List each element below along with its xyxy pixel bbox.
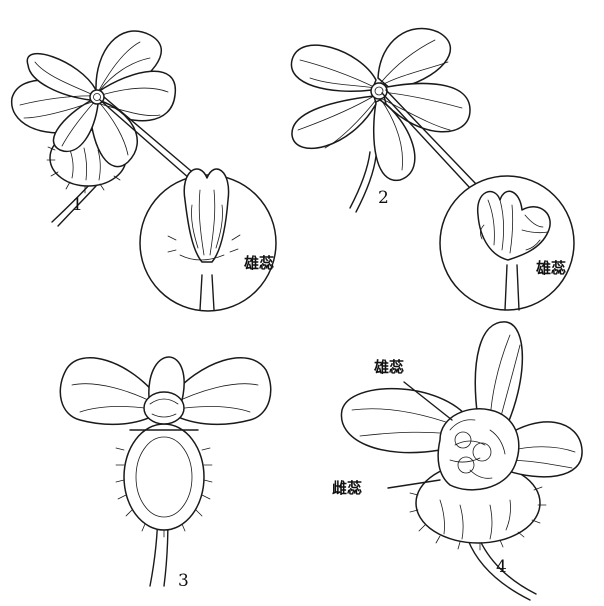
panel-1-inset: 雄蕊 bbox=[140, 169, 276, 311]
panel-3-flower: 3 bbox=[60, 357, 270, 591]
panel-1-number: 1 bbox=[72, 195, 83, 215]
panel-4-flower: 雄蕊 雌蕊 4 bbox=[332, 322, 582, 600]
panel-2-inset: 雄蕊 bbox=[440, 176, 574, 310]
panel-4-pistil-label: 雌蕊 bbox=[332, 479, 362, 497]
panel-3-number: 3 bbox=[178, 571, 189, 591]
panel-2-number: 2 bbox=[378, 188, 389, 208]
panel-4-number: 4 bbox=[496, 557, 507, 577]
panel-2-inset-label: 雄蕊 bbox=[535, 259, 566, 277]
panel-2-flower: 2 bbox=[291, 29, 476, 212]
panel-1-inset-label: 雄蕊 bbox=[243, 254, 274, 272]
panel-4-stamen-label: 雄蕊 bbox=[373, 358, 404, 376]
